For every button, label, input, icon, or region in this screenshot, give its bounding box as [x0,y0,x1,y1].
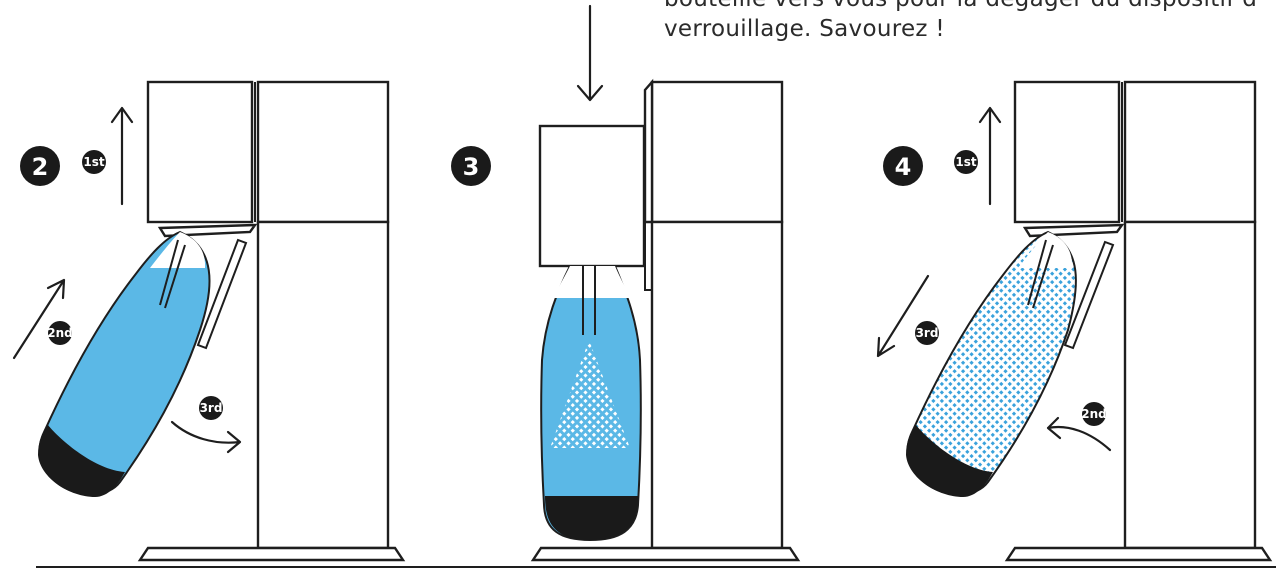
step-badge-2 [20,146,60,186]
machine-top-block [1123,80,1257,224]
step-number-3: 3 [463,153,480,181]
panel-step-3: 3 [451,4,801,562]
caption-line-2: verrouillage. Savourez ! [664,16,945,42]
order-badge-1st [954,150,978,174]
bottle-step-4 [906,230,1077,497]
step-number-2: 2 [32,153,49,181]
order-label-1st: 1st [955,155,976,169]
machine-top-block [256,80,390,224]
step-badge-3 [451,146,491,186]
machine-head [1013,80,1121,224]
machine-base [137,546,406,562]
order-badge-3rd [915,321,939,345]
machine-base [1004,546,1273,562]
up-arrow-icon [110,106,134,206]
diagonal-arrow-icon [12,278,66,360]
order-label-1st: 1st [83,155,104,169]
machine-head-pressed [538,124,646,268]
order-label-3rd: 3rd [200,401,223,415]
up-arrow-icon [978,106,1002,206]
machine-top-block [650,80,784,224]
machine-base [530,546,801,562]
order-badge-2nd [1082,402,1106,426]
step-badge-4 [883,146,923,186]
machine-column [1123,220,1257,550]
order-badge-1st [82,150,106,174]
curved-arrow-icon [170,420,242,454]
bottle-step-3 [540,265,642,542]
order-label-3rd: 3rd [916,326,939,340]
order-label-2nd: 2nd [1081,407,1106,421]
machine-column [256,220,390,550]
down-arrow-icon [576,4,604,102]
order-label-2nd: 2nd [47,326,72,340]
diagonal-arrow-icon [876,274,930,358]
order-badge-3rd [199,396,223,420]
panel-step-4: 4 1st 3rd 2nd [876,80,1273,562]
instruction-caption: bouteille vers vous pour la dégager du d… [664,0,1276,44]
machine-column [650,220,784,550]
machine-head [146,80,254,224]
order-badge-2nd [48,321,72,345]
panel-step-2: 2 1st 2nd 3rd [12,80,406,562]
bottle-step-2 [38,230,211,497]
curved-arrow-icon [1046,416,1112,452]
step-number-4: 4 [895,153,912,181]
caption-line-1: bouteille vers vous pour la dégager du d… [664,0,1276,14]
